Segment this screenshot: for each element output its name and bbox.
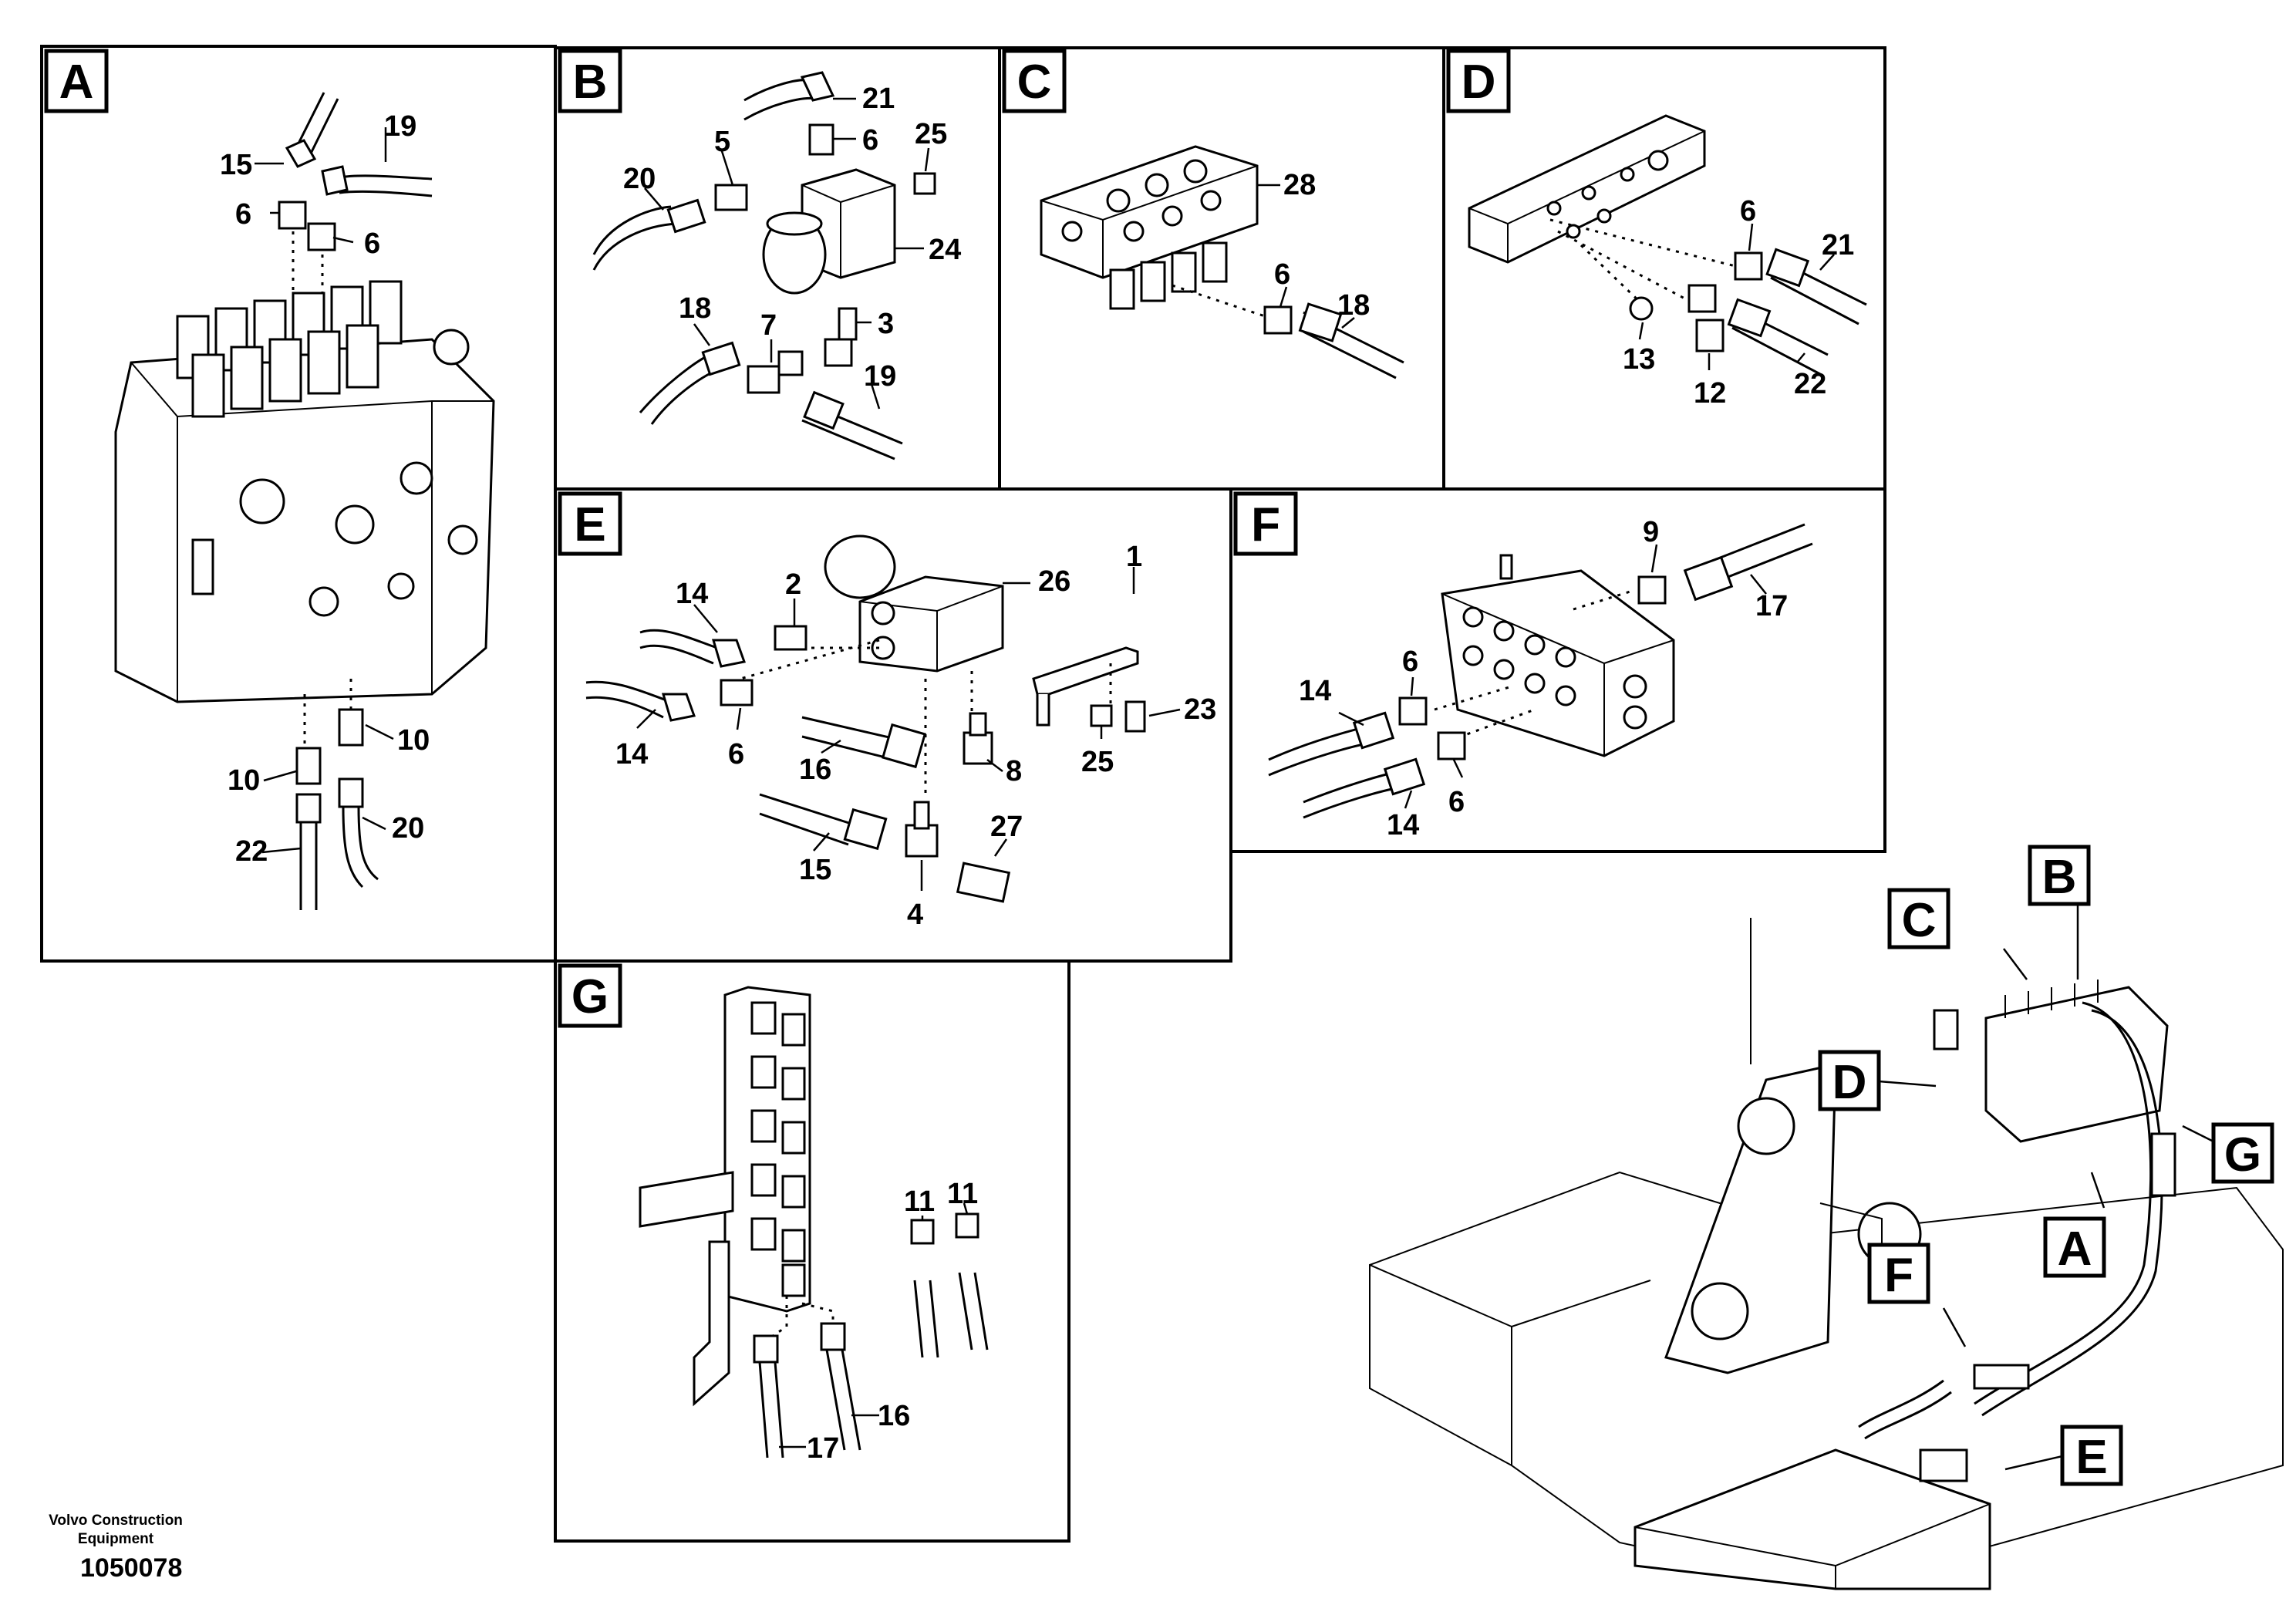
panel-b-callouts: 21 5 6 25 20 24 18 7 3 19 [623,83,961,410]
svg-text:16: 16 [799,754,831,786]
panel-a-artwork [114,92,495,910]
svg-text:6: 6 [862,124,878,157]
svg-text:16: 16 [878,1400,910,1432]
svg-text:10: 10 [397,724,430,757]
overview-label-g: G [2211,1122,2274,1184]
panel-e-artwork [585,534,1146,903]
svg-text:25: 25 [1081,746,1114,778]
svg-text:22: 22 [1794,368,1826,400]
svg-text:3: 3 [878,308,894,340]
svg-text:11: 11 [904,1185,935,1218]
publisher-line-1: Volvo Construction [49,1512,183,1529]
svg-text:A: A [2058,1222,2092,1276]
svg-text:17: 17 [807,1432,839,1465]
svg-text:22: 22 [235,835,268,868]
panel-e-callouts: 26 1 14 2 14 6 16 8 23 25 15 27 4 [615,541,1216,931]
panel-frames [40,45,1886,1543]
panel-badge-b: B [558,49,622,113]
panel-d-artwork [1468,114,1867,376]
overview-label-f: F [1867,1243,1930,1304]
svg-text:1: 1 [1126,541,1142,573]
svg-text:26: 26 [1038,565,1070,598]
svg-text:14: 14 [1387,809,1419,841]
svg-text:6: 6 [728,738,744,771]
panel-c-artwork [1040,145,1404,379]
svg-text:20: 20 [392,812,424,845]
svg-text:21: 21 [1822,229,1854,261]
svg-text:B: B [573,56,608,109]
svg-text:14: 14 [1299,675,1331,707]
panel-badge-f: F [1233,491,1298,556]
svg-text:B: B [2042,851,2077,904]
panel-g-artwork [639,986,989,1458]
svg-text:14: 14 [676,578,708,610]
svg-text:19: 19 [864,360,896,393]
panel-badge-g: G [558,963,622,1028]
panel-g-callouts: 11 11 16 17 [779,1178,978,1465]
svg-text:18: 18 [679,292,711,325]
svg-text:25: 25 [915,118,947,150]
svg-text:19: 19 [384,110,416,143]
svg-text:D: D [1462,56,1496,109]
svg-text:9: 9 [1643,516,1659,548]
panel-f-artwork [1268,523,1813,819]
svg-text:6: 6 [364,228,380,260]
svg-text:F: F [1251,498,1280,551]
svg-text:D: D [1832,1056,1867,1109]
panel-badge-e: E [558,491,622,556]
overview-label-a: A [2043,1216,2106,1278]
svg-text:23: 23 [1184,693,1216,726]
svg-text:11: 11 [947,1178,978,1210]
svg-text:6: 6 [1740,195,1756,228]
svg-text:21: 21 [862,83,895,115]
publisher-caption: Volvo Construction Equipment [46,1512,185,1549]
svg-text:20: 20 [623,163,656,195]
svg-text:6: 6 [1402,646,1418,678]
svg-text:F: F [1884,1249,1913,1302]
svg-text:A: A [59,56,94,109]
overview-label-e: E [2060,1425,2123,1486]
svg-text:4: 4 [907,899,923,931]
svg-text:15: 15 [799,854,831,886]
svg-text:C: C [1017,56,1052,109]
svg-text:E: E [2075,1431,2107,1484]
svg-text:G: G [571,970,609,1023]
svg-text:17: 17 [1755,590,1788,622]
svg-text:6: 6 [1448,786,1465,818]
svg-text:5: 5 [714,126,730,158]
svg-text:6: 6 [235,198,251,231]
svg-text:27: 27 [990,811,1023,843]
panel-d-callouts: 6 21 13 12 22 [1623,195,1854,410]
panel-b-artwork [592,71,936,460]
document-id: 1050078 [80,1553,183,1583]
svg-text:8: 8 [1006,755,1022,787]
overview-leader-lines [1878,902,2214,1471]
svg-text:7: 7 [760,309,777,342]
svg-text:18: 18 [1337,289,1370,322]
panel-f-callouts: 9 17 14 6 14 6 [1299,516,1788,841]
panel-c-callouts: 28 6 18 [1257,169,1370,329]
svg-text:G: G [2224,1128,2261,1182]
overview-label-d: D [1818,1050,1881,1111]
overview-machine-frame [1369,918,2284,1590]
svg-text:14: 14 [615,738,648,771]
svg-text:6: 6 [1274,258,1290,291]
panel-badge-c: C [1002,49,1067,113]
svg-text:28: 28 [1283,169,1316,201]
svg-text:10: 10 [228,764,260,797]
svg-text:12: 12 [1694,377,1726,410]
panel-badge-d: D [1446,49,1511,113]
overview-label-b: B [2028,845,2091,906]
publisher-line-2: Equipment [77,1531,154,1547]
svg-text:2: 2 [785,568,801,601]
panel-badge-a: A [44,49,109,113]
panel-a-callouts: 15 19 6 6 10 10 22 20 [220,110,430,868]
svg-text:13: 13 [1623,343,1655,376]
svg-text:15: 15 [220,149,252,181]
svg-text:24: 24 [929,234,961,266]
svg-text:C: C [1902,894,1937,947]
svg-text:E: E [574,498,605,551]
overview-label-c: C [1887,888,1950,949]
